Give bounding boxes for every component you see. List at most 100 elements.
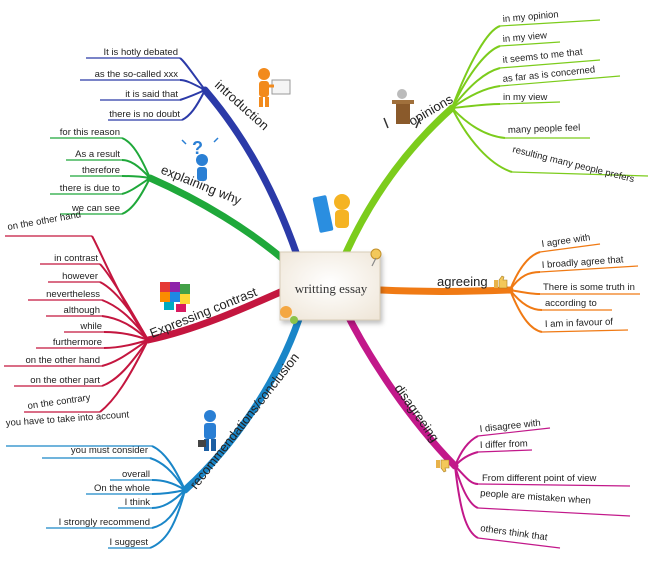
agreeing-underline: [541, 329, 629, 333]
disagreeing-item: people are mistaken when: [480, 488, 591, 507]
recommend-item: you must consider: [71, 445, 148, 456]
disagreeing-link: [454, 465, 479, 539]
opinions-link: [451, 107, 513, 173]
explaining-link: [121, 177, 151, 195]
agreeing-underline: [539, 243, 601, 253]
opinions-underline: [499, 59, 601, 69]
pushpin-icon: [370, 248, 382, 267]
opinions-link: [451, 25, 501, 109]
opinions-item: in my view: [502, 30, 547, 45]
recommend-item: I suggest: [109, 537, 148, 548]
opinions-item: in my view: [503, 92, 547, 103]
agreeing-item: There is some truth in: [543, 282, 635, 293]
opinions-underline: [499, 75, 621, 87]
puzzle-icon: [160, 282, 190, 312]
opinions-link: [451, 85, 501, 109]
introduction-item: It is hotly debated: [104, 47, 178, 58]
agreeing-item: I agree with: [541, 232, 591, 250]
recommend-link: [149, 457, 186, 491]
disagreeing-label: disagreeing: [392, 381, 443, 445]
agreeing-link: [509, 289, 541, 295]
disagreeing-link: [454, 435, 479, 467]
recommend-item: overall: [122, 469, 150, 480]
explaining-item: therefore: [82, 165, 120, 176]
svg-text:?: ?: [192, 138, 203, 158]
contrast-link: [101, 315, 149, 341]
explaining-link: [121, 177, 151, 215]
explaining-link: [121, 137, 151, 179]
disagreeing-underline: [477, 483, 631, 487]
presenter-figure-icon: [258, 68, 291, 107]
opinions-link: [451, 107, 506, 139]
opinions-link: [451, 45, 501, 109]
introduction-item: it is said that: [125, 89, 178, 100]
contrast-trunk: [144, 286, 289, 344]
introduction-item: there is no doubt: [109, 109, 180, 120]
explaining-item: for this reason: [60, 127, 120, 138]
contrast-item: on the other part: [30, 375, 100, 386]
disagreeing-link: [454, 451, 479, 467]
contrast-link: [99, 281, 149, 341]
explaining-item: As a result: [75, 149, 120, 160]
disagreeing-underline: [477, 507, 631, 517]
introduction-link: [179, 57, 206, 91]
branch-explaining: for this reason As a result therefore th…: [50, 127, 294, 269]
introduction-link: [179, 89, 206, 101]
contrast-item: although: [64, 305, 100, 316]
opinions-item: in my opinion: [502, 9, 559, 25]
agreeing-item: I broadly agree that: [541, 254, 624, 271]
disagreeing-underline: [477, 537, 561, 549]
contrast-item: in contrast: [54, 253, 98, 264]
agreeing-link: [509, 289, 543, 333]
agreeing-link: [509, 289, 543, 311]
opinions-item: it seems to me that: [502, 47, 583, 66]
branch-disagreeing: I disagree with I differ from From diffe…: [341, 306, 631, 549]
contrast-link: [101, 299, 149, 341]
agreeing-link: [509, 251, 541, 291]
agreeing-link: [509, 271, 541, 291]
disagreeing-trunk: [341, 306, 459, 470]
speaker-podium-icon: [383, 89, 421, 129]
recommend-link: [151, 479, 186, 491]
thumbs-up-icon: [494, 275, 508, 289]
pencil-figure-icon: [312, 194, 350, 233]
agreeing-trunk: [376, 286, 514, 295]
businessman-figure-icon: [198, 410, 216, 451]
agreeing-label: agreeing: [437, 274, 488, 289]
center-label: writting essay: [295, 281, 368, 296]
contrast-item: while: [79, 321, 102, 332]
opinions-underline: [499, 101, 561, 105]
recommend-link: [149, 489, 186, 549]
explaining-item: there is due to: [60, 183, 120, 194]
opinions-trunk: [341, 104, 456, 259]
contrast-link: [101, 339, 149, 387]
thumbs-down-icon: [436, 459, 450, 473]
disagreeing-link: [454, 465, 479, 509]
branch-agreeing: I agree with I broadly agree that There …: [376, 232, 640, 333]
contrast-link: [99, 339, 149, 413]
disagreeing-item: From different point of view: [482, 473, 597, 484]
explaining-trunk: [146, 174, 294, 269]
recommend-trunk: [181, 296, 309, 494]
introduction-item: as the so-called xxx: [95, 69, 179, 80]
branch-opinions: in my opinion in my view it seems to me …: [341, 9, 649, 259]
opinions-underline: [499, 41, 561, 47]
contrast-item: on the other hand: [26, 355, 100, 366]
opinions-underline: [511, 171, 649, 177]
disagreeing-underline: [477, 449, 533, 453]
center-node[interactable]: [279, 251, 381, 321]
explaining-link: [121, 159, 151, 179]
contrast-item: on the contrary: [27, 392, 92, 412]
introduction-link: [181, 89, 206, 121]
contrast-item: on the other hand: [7, 209, 82, 233]
opinions-item: many people feel: [508, 122, 581, 136]
contrast-item: however: [62, 271, 98, 282]
branch-contrast: on the other hand in contrast however ne…: [4, 209, 289, 413]
disagreeing-link: [454, 465, 479, 485]
opinions-underline: [499, 19, 601, 27]
contrast-link: [101, 339, 149, 367]
recommend-item: On the whole: [94, 483, 150, 494]
disagreeing-underline: [477, 427, 551, 437]
contrast-item: nevertheless: [46, 289, 100, 300]
